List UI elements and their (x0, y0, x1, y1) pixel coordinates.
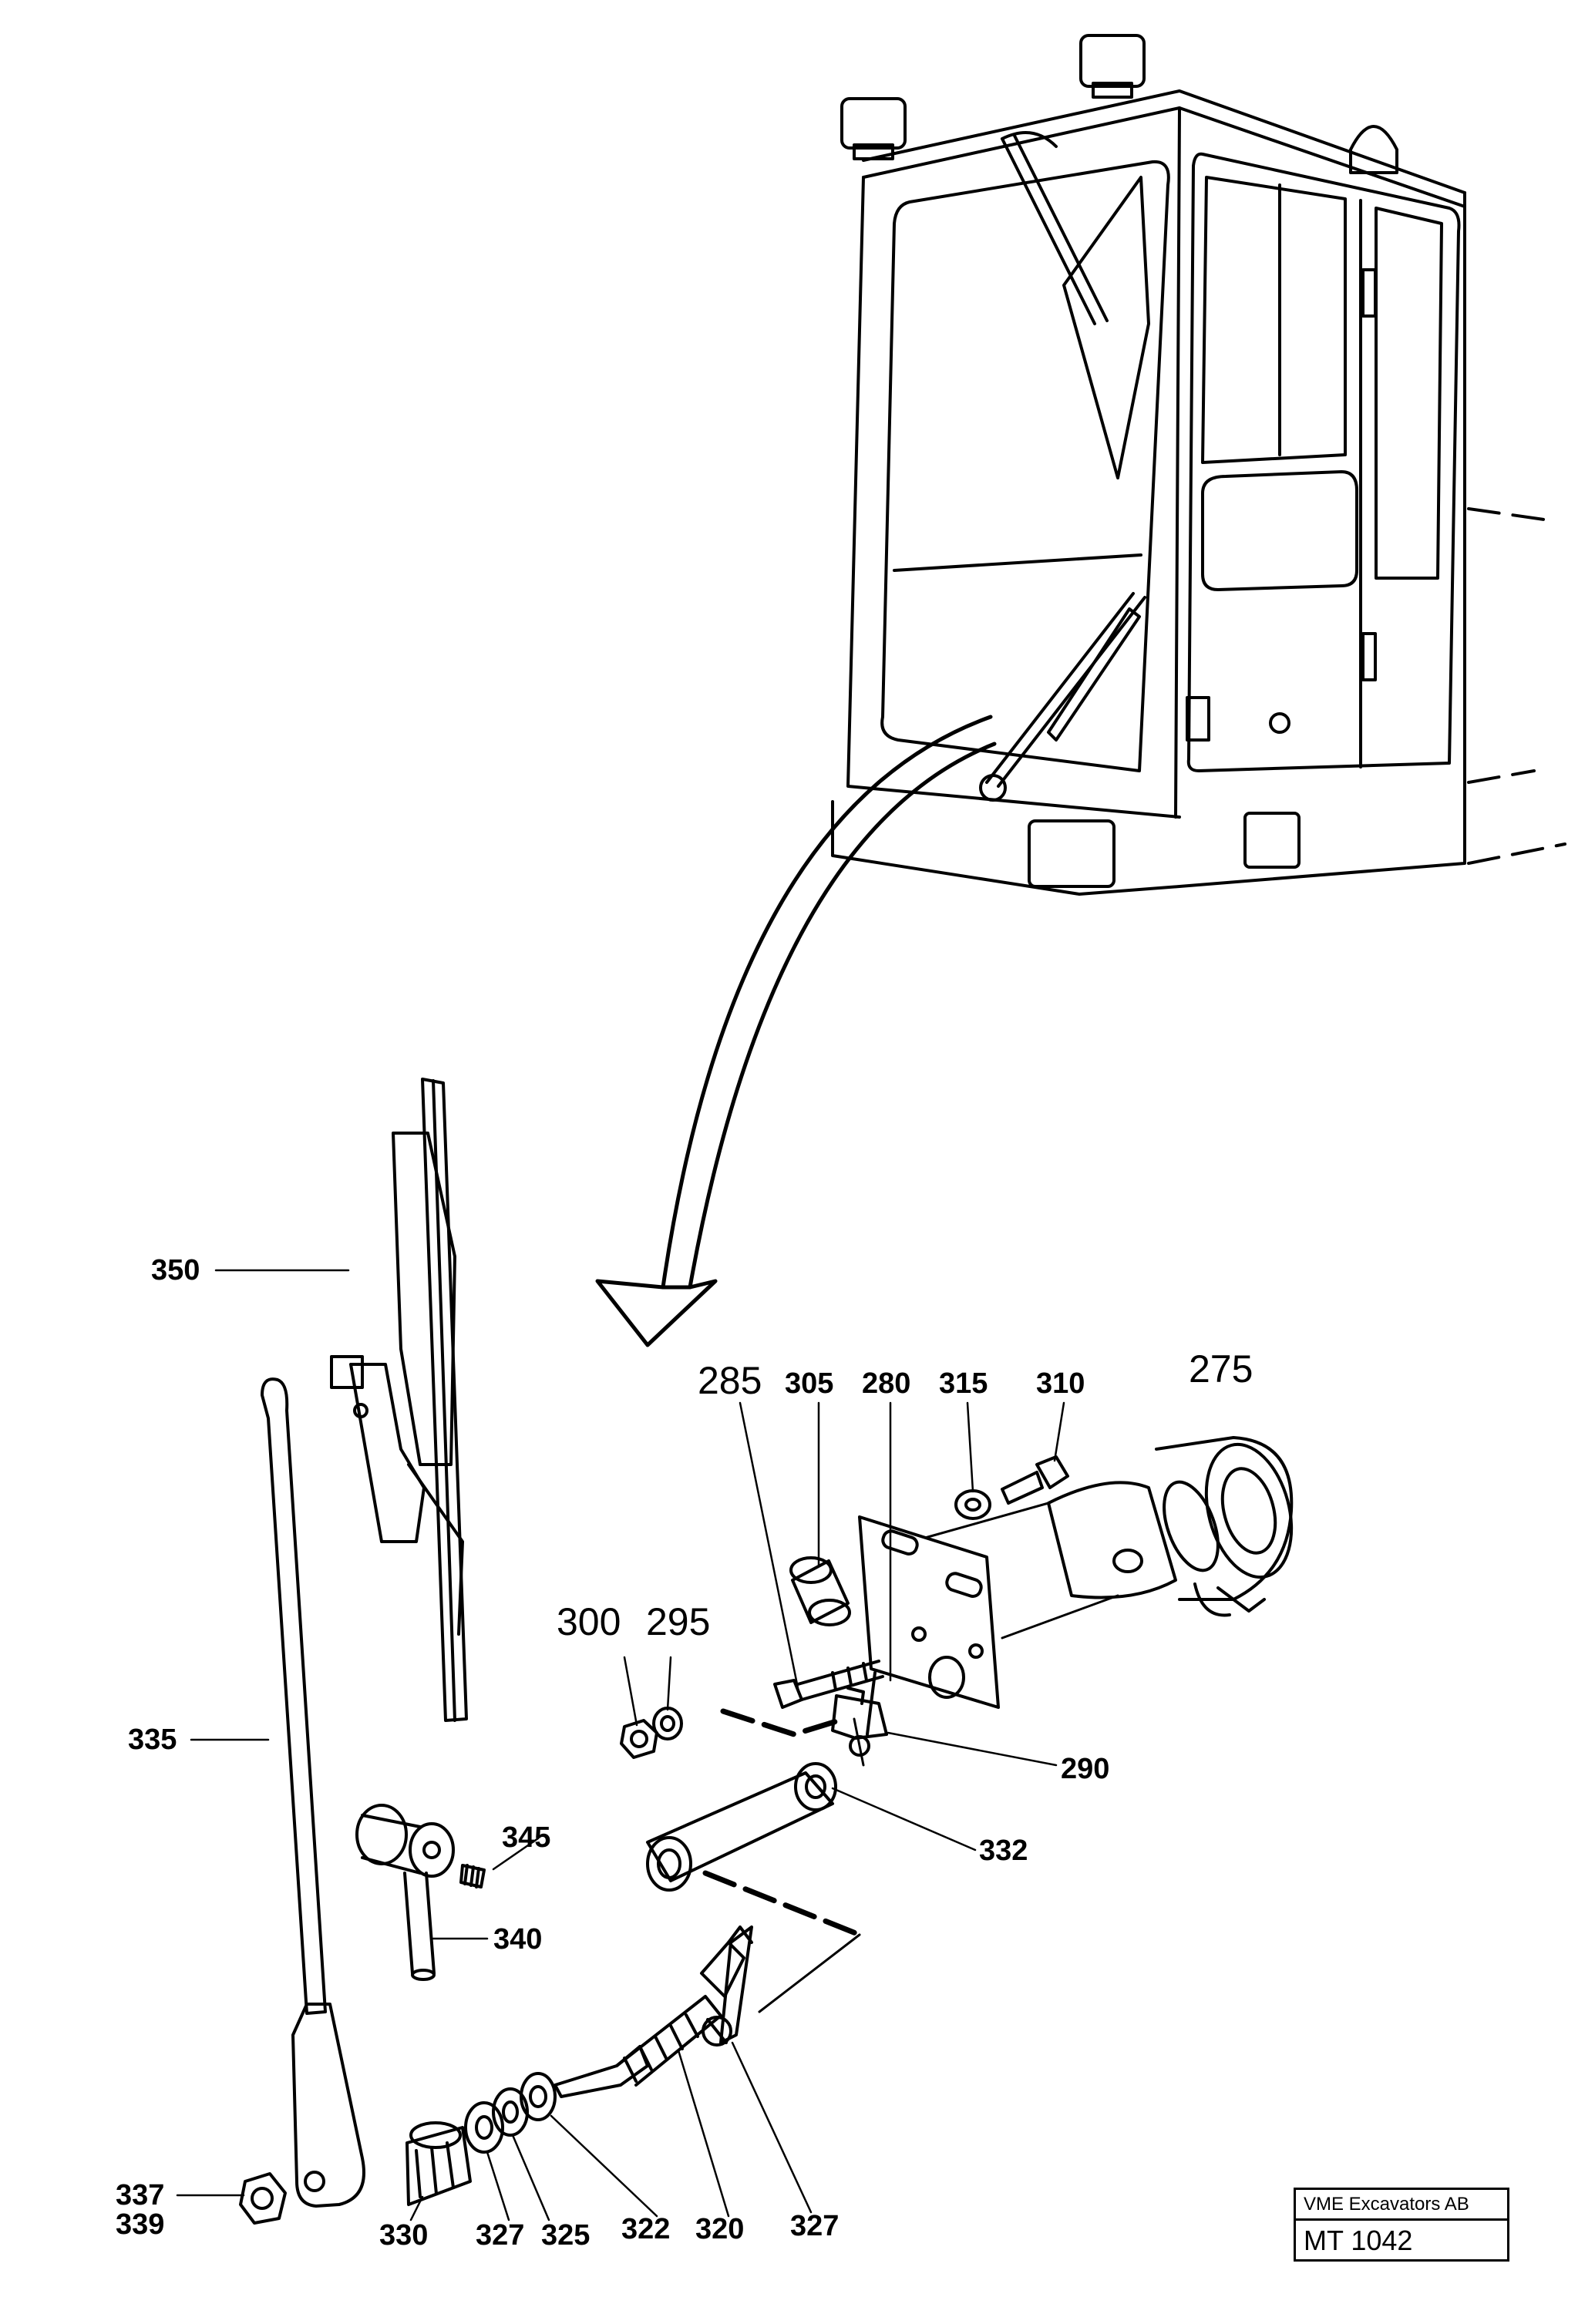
assembly-guide-lines (853, 1502, 1119, 1767)
bolt-285 (773, 1660, 884, 1709)
callout-345: 345 (502, 1821, 551, 1854)
callout-339: 339 (116, 2208, 165, 2241)
callout-305: 305 (785, 1367, 834, 1400)
wiper-motor-275 (1047, 1436, 1294, 1617)
bolt-310 (1001, 1455, 1069, 1505)
callout-332: 332 (979, 1835, 1028, 1867)
lower-wiper (985, 592, 1146, 788)
cab-front-window (880, 160, 1170, 772)
callout-327-washer: 327 (476, 2219, 525, 2252)
spindle-320 (554, 1925, 753, 2098)
excavator-cab-illustration (831, 34, 1566, 896)
callout-295: 295 (646, 1600, 711, 1643)
company-name: VME Excavators AB (1296, 2190, 1507, 2221)
callout-330: 330 (379, 2219, 429, 2252)
upper-wiper (1001, 134, 1109, 325)
callout-340: 340 (493, 1923, 543, 1956)
title-block: VME Excavators AB MT 1042 (1294, 2188, 1509, 2262)
drawing-number: MT 1042 (1304, 2225, 1413, 2256)
callout-335: 335 (128, 1724, 177, 1756)
cab-door (1186, 152, 1461, 772)
washer-315 (954, 1489, 991, 1520)
callout-285: 285 (698, 1359, 762, 1402)
callout-290: 290 (1061, 1753, 1110, 1785)
nut-337 (239, 2172, 287, 2225)
roof-work-lights (840, 34, 1398, 174)
collet-330 (405, 2121, 472, 2206)
callout-280: 280 (862, 1367, 911, 1400)
callout-325: 325 (541, 2219, 591, 2252)
link-rod-332 (646, 1762, 837, 1892)
mounting-plate-280 (858, 1515, 1000, 1736)
spacer-305 (789, 1556, 851, 1626)
callout-322: 322 (621, 2213, 671, 2245)
washer-295 (652, 1707, 683, 1740)
callout-315: 315 (939, 1367, 988, 1400)
callout-327-crank: 327 (790, 2210, 840, 2242)
callout-300: 300 (557, 1600, 621, 1643)
callout-320: 320 (695, 2213, 745, 2245)
callout-350: 350 (151, 1254, 200, 1286)
set-screw-345 (459, 1864, 486, 1888)
wiper-blade-350 (330, 1078, 468, 1722)
callout-337: 337 (116, 2179, 165, 2211)
adapter-340 (355, 1804, 455, 1981)
dashed-assembly-lines (702, 1708, 863, 2013)
washer-322 (520, 2072, 557, 2121)
crank-327 (702, 1925, 753, 2047)
wiper-arm-335 (261, 1377, 365, 2208)
callout-310: 310 (1036, 1367, 1085, 1400)
callout-275: 275 (1189, 1347, 1253, 1391)
detail-arrow (595, 715, 997, 1347)
callout-leader-lines (176, 1269, 1065, 2221)
washer-327 (464, 2101, 504, 2154)
nut-300 (620, 1719, 658, 1759)
